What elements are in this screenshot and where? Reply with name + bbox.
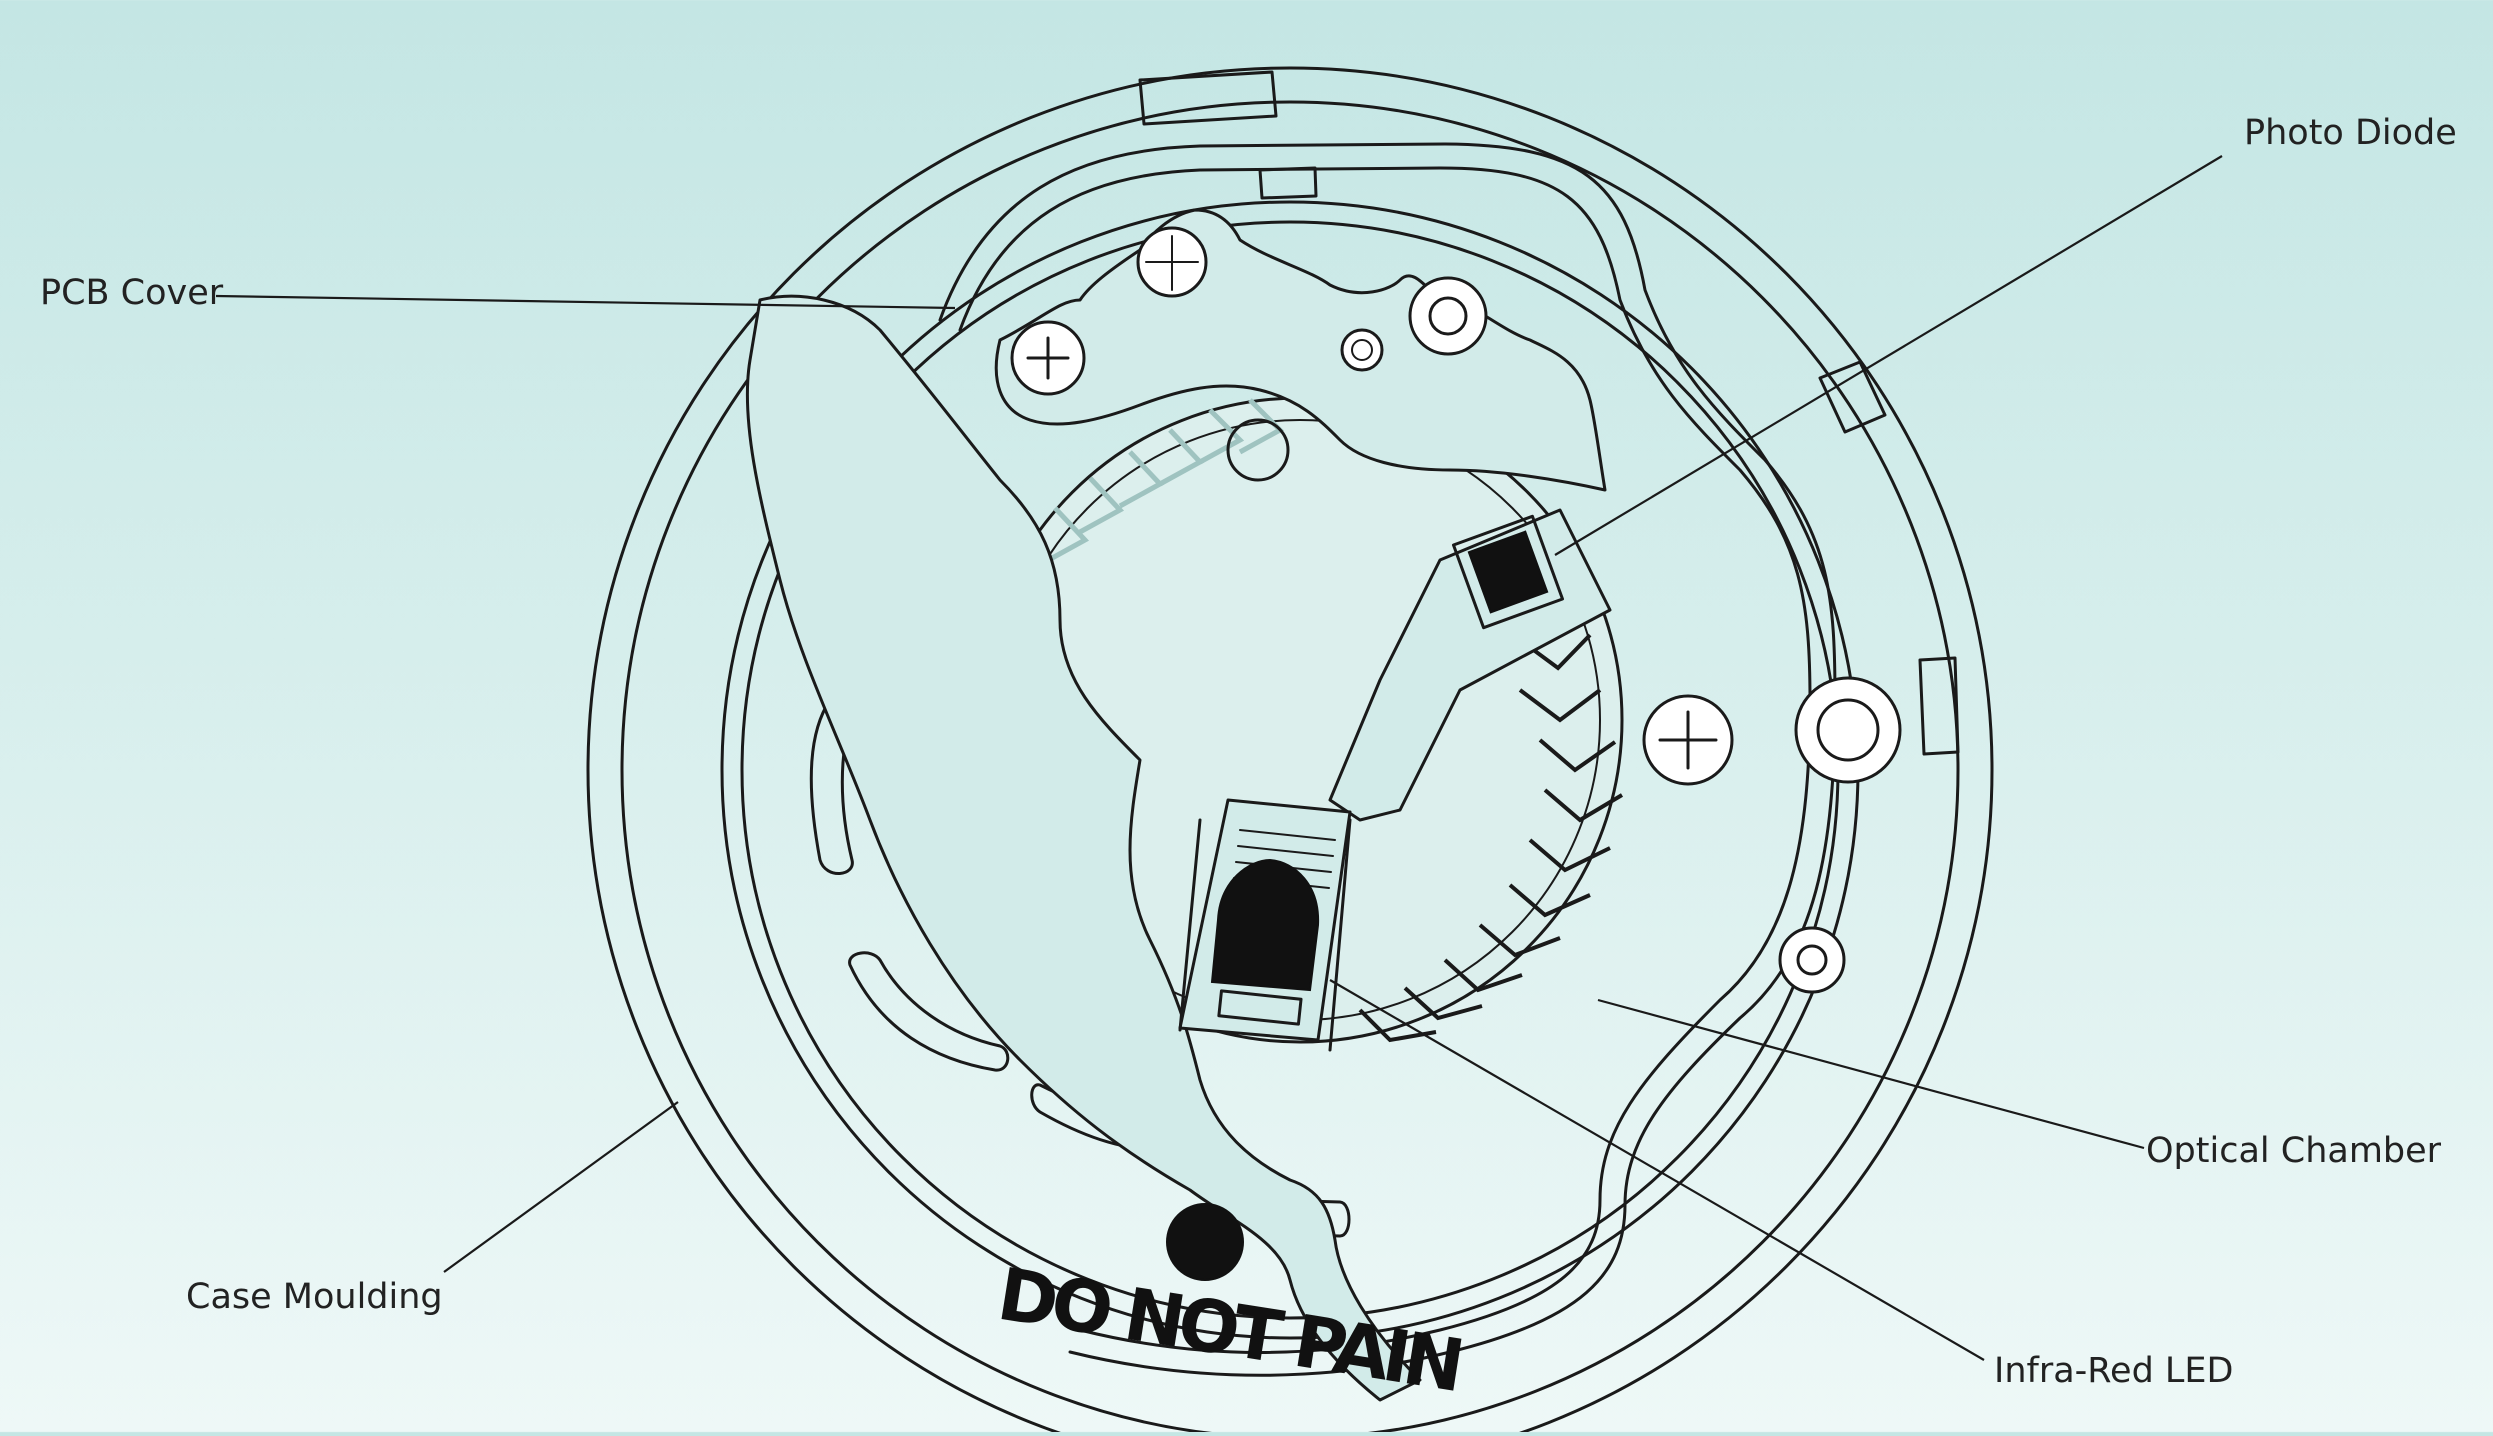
do-not-paint-stamp: DO NOT PAIN (992, 1252, 1464, 1408)
infra-red-led-label: Infra-Red LED (1994, 1351, 2234, 1391)
pcb-cover (745, 294, 1422, 1402)
photo-diode-label: Photo Diode (2244, 113, 2457, 153)
pcb-top-section (994, 208, 1607, 492)
leader-case-moulding (443, 1101, 679, 1273)
do-not-paint-text: DO NOT PAIN (992, 1252, 1464, 1408)
leader-photo-diode (1554, 155, 2223, 556)
leader-pcb-cover (215, 294, 956, 310)
infra-red-led-assembly (1178, 798, 1352, 1052)
case-moulding-label: Case Moulding (186, 1277, 443, 1317)
photo-diode-assembly (1328, 508, 1612, 822)
leader-lines (215, 155, 2223, 1361)
dark-chevrons (1358, 633, 1624, 1043)
pcb-cover-label: PCB Cover (40, 273, 224, 313)
leader-optical-chamber (1597, 998, 2145, 1150)
do-not-paint-hole (1166, 1203, 1244, 1281)
right-screw-and-post (1642, 676, 1902, 994)
leader-infra-red-led (1329, 979, 1985, 1361)
optical-chamber-label: Optical Chamber (2146, 1131, 2442, 1171)
